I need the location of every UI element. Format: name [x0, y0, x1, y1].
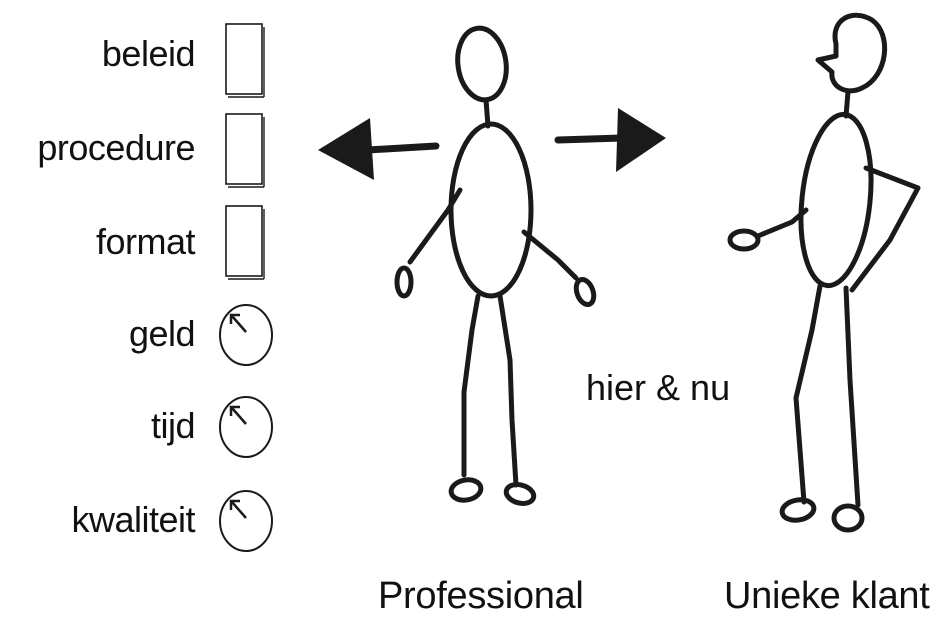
label-beleid: beleid: [101, 33, 196, 74]
label-procedure: procedure: [37, 127, 195, 168]
client-figure: [727, 12, 921, 533]
professional-figure: [394, 25, 597, 506]
document-icon: [225, 113, 265, 188]
clock-icon: [219, 490, 273, 552]
clock-icon: [219, 304, 273, 366]
label-geld: geld: [128, 313, 196, 354]
document-icon: [225, 205, 265, 280]
client-caption: Unieke klant: [724, 575, 930, 617]
arrow-left-icon: [318, 118, 440, 180]
label-tijd: tijd: [150, 405, 196, 446]
professional-caption: Professional: [378, 575, 584, 617]
arrow-right-icon: [554, 108, 666, 172]
document-icon: [225, 23, 265, 98]
label-kwaliteit: kwaliteit: [71, 499, 195, 540]
clock-icon: [219, 396, 273, 458]
here-and-now-label: hier & nu: [586, 367, 731, 408]
label-format: format: [95, 221, 196, 262]
